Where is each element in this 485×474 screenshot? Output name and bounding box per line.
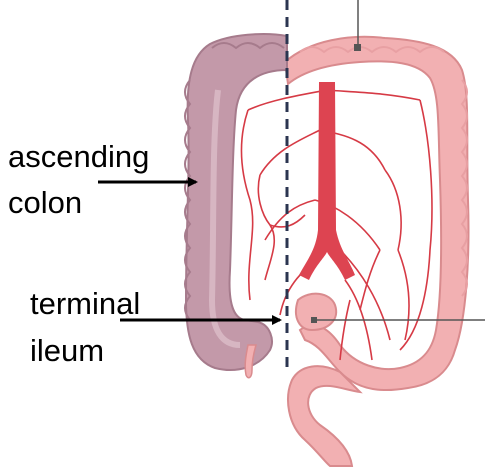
ascending-colon-label-line2: colon xyxy=(8,183,82,223)
colon-right-segment xyxy=(285,37,468,390)
terminal-ileum xyxy=(296,294,336,330)
top-leader-marker xyxy=(354,44,361,51)
ascending-colon-label-line1: ascending xyxy=(8,137,149,177)
superior-mesenteric-artery xyxy=(299,82,355,280)
terminal-ileum-label-line2: ileum xyxy=(30,331,104,371)
sigmoid-colon xyxy=(288,366,360,466)
right-leader-marker xyxy=(311,317,317,323)
terminal-ileum-label-line1: terminal xyxy=(30,284,140,324)
